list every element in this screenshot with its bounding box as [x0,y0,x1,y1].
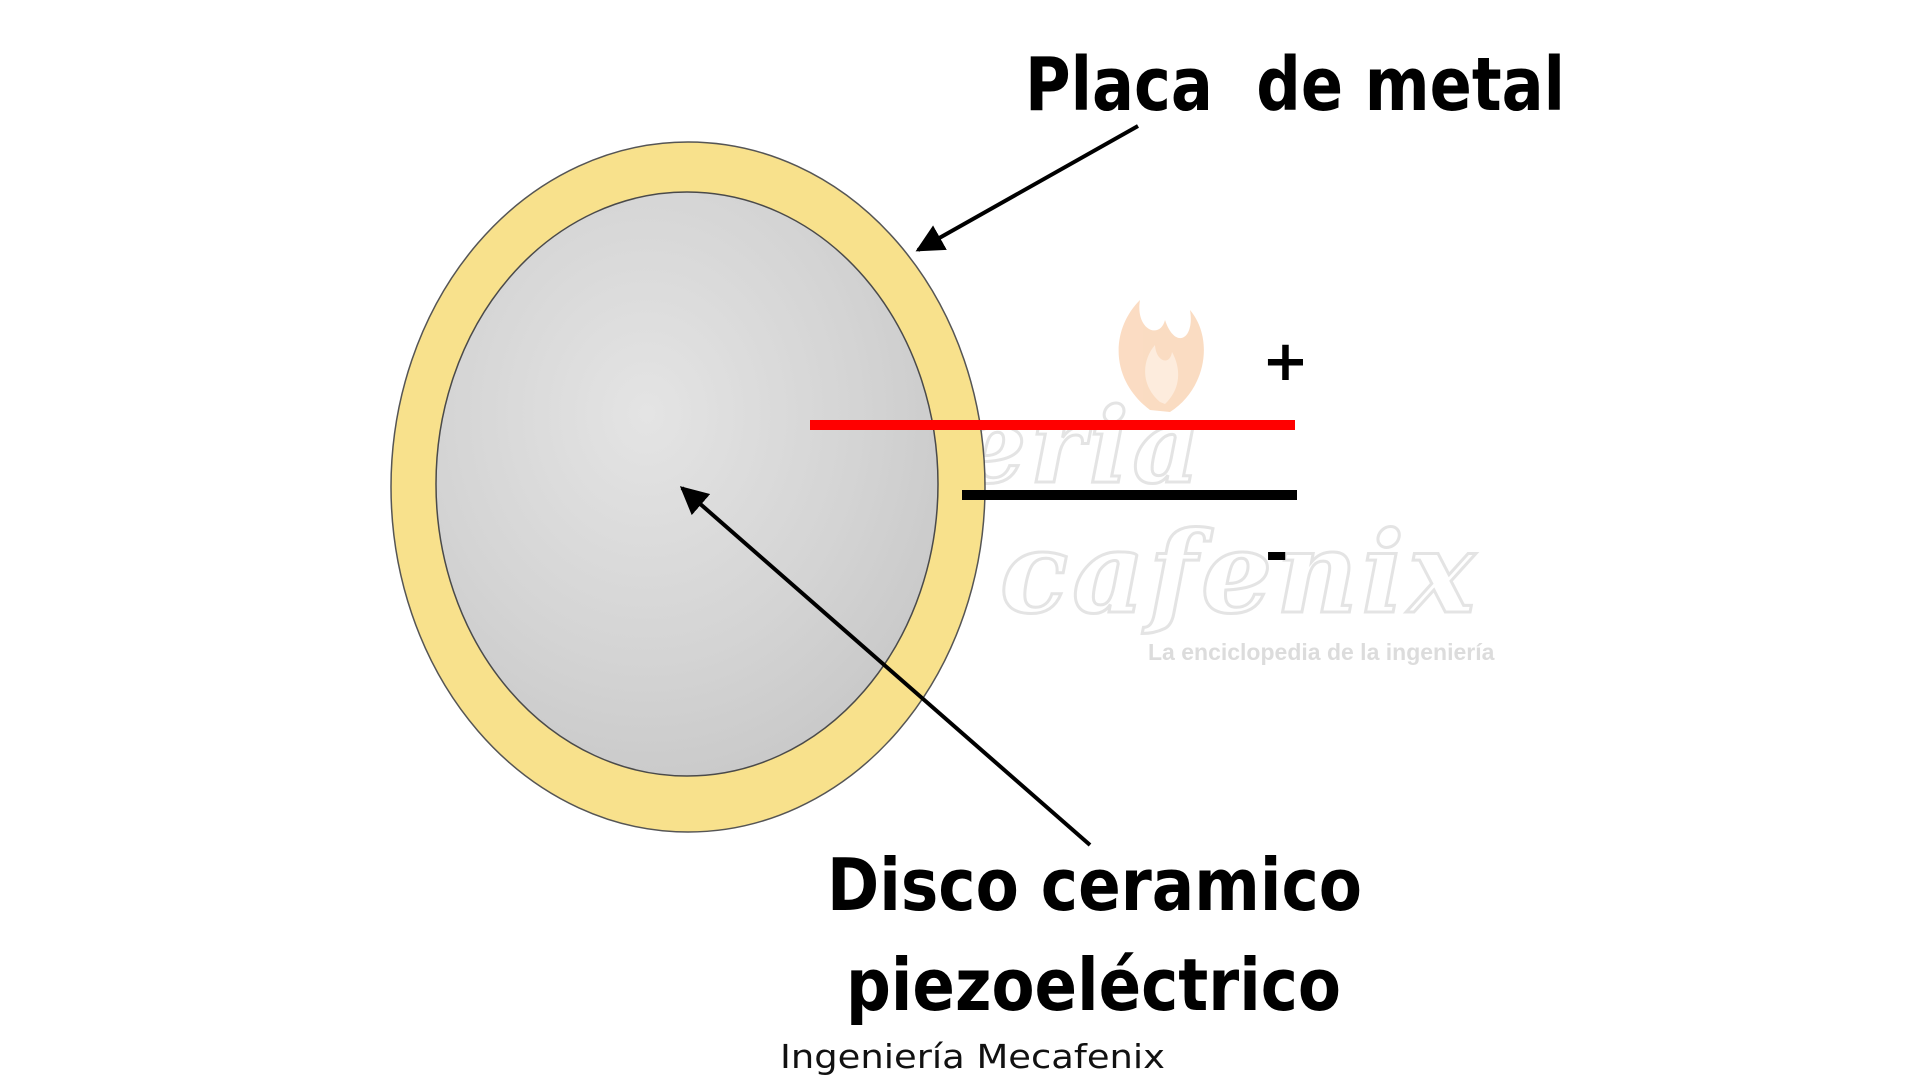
negative-terminal-label: - [1265,521,1288,586]
ceramic-disc-arrow [679,486,1092,847]
ceramic-disc-label-line2: piezoeléctrico [846,943,1341,1027]
flame-shape-inner [1145,345,1179,404]
positive-terminal-label: + [1262,329,1309,394]
credit-text: Ingeniería Mecafenix [780,1037,1165,1076]
flame-shape-outer [1118,300,1204,412]
watermark-tagline: La enciclopedia de la ingeniería [1148,639,1495,665]
watermark-script-line2: cafenix [1000,508,1479,639]
flame-icon [1118,300,1204,412]
metal-plate-label: Placa de metal [1025,42,1565,128]
watermark-script-line1: eria [960,384,1204,507]
watermark: eria cafenix La enciclopedia de la ingen… [959,300,1495,665]
metal-plate-arrow [915,124,1139,252]
ceramic-disc-label-line1: Disco ceramico [827,843,1362,927]
ceramic-disc [435,191,939,777]
